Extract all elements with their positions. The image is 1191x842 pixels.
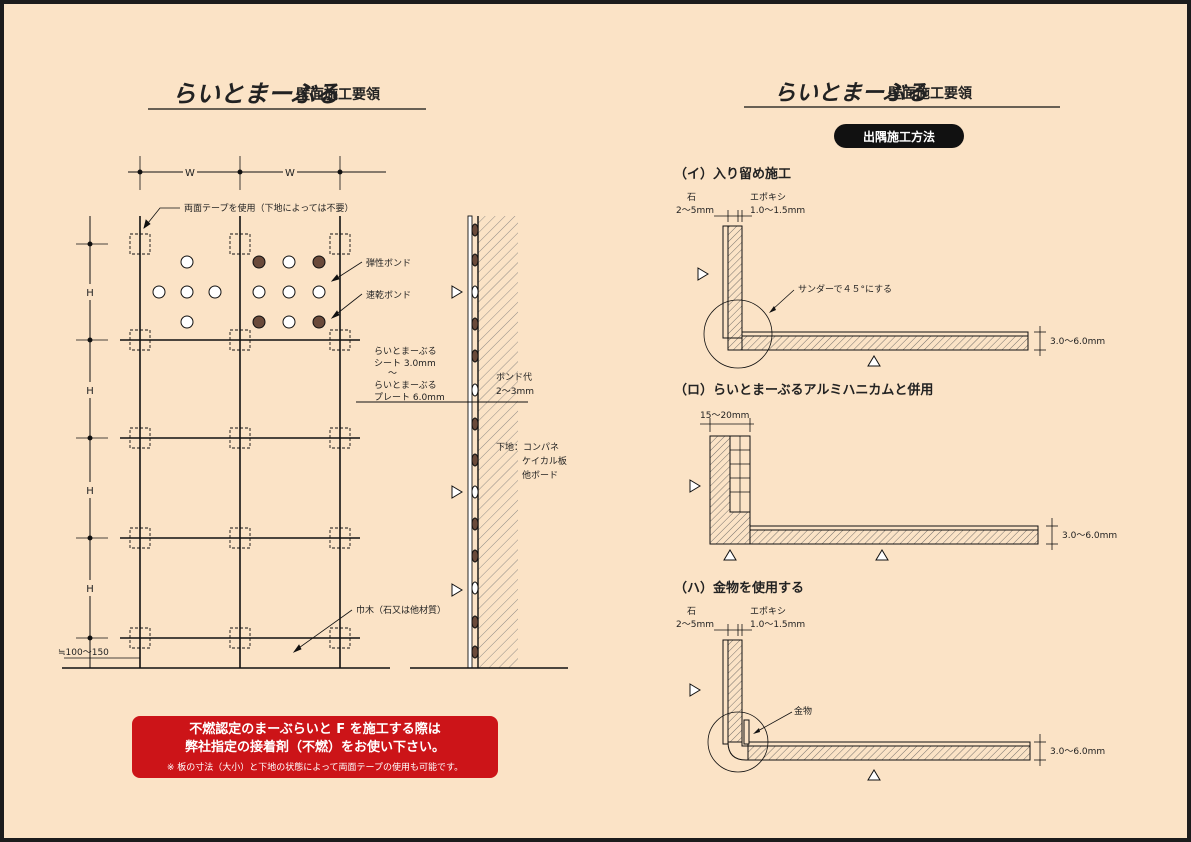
method-a-title: （イ）入り留め施工 <box>674 166 791 182</box>
dim-h-label: H <box>86 288 94 299</box>
method-c-title: （ハ）金物を使用する <box>674 580 804 596</box>
elastic-bond-label: 弾性ボンド <box>366 257 411 269</box>
fireproof-warning-box: 不燃認定のまーぶらいと F を施工する際は 弊社指定の接着剤（不燃）をお使い下さ… <box>132 716 498 778</box>
left-leaders <box>64 207 363 659</box>
thickness-dimension: 3.0〜6.0mm <box>1050 747 1105 757</box>
method-b-diagram: （ロ）らいとまーぶるアルミハニカムと併用 15〜20mm 3.0〜6.0mm <box>674 382 1117 561</box>
quick-bond-label: 速乾ボンド <box>366 289 411 301</box>
tape-note: 両面テープを使用（下地によっては不要） <box>184 202 354 214</box>
epoxy-label: エポキシ <box>750 192 786 203</box>
dimension-labels: W W H H H H <box>84 164 297 596</box>
right-header: らいとまーぶる 壁面施工要領 出隅施工方法 <box>744 80 1060 148</box>
stone-dimension: 2〜5mm <box>676 620 714 630</box>
dim-h-label: H <box>86 584 94 595</box>
thickness-dimension: 3.0〜6.0mm <box>1050 337 1105 347</box>
stone-dimension: 2〜5mm <box>676 206 714 216</box>
substrate-label: 下地：コンパネ <box>496 441 559 453</box>
left-page-title: 壁面施工要領 <box>296 86 381 103</box>
wall-section-view <box>356 215 568 669</box>
epoxy-label: エポキシ <box>750 606 786 617</box>
method-b-title: （ロ）らいとまーぶるアルミハニカムと併用 <box>674 382 933 398</box>
bottom-dimension: ≒100〜150 <box>58 648 109 658</box>
plate-label: プレート 6.0mm <box>374 392 445 403</box>
sheet-label: シート 3.0mm <box>374 359 436 369</box>
warning-note: ※ 板の寸法（大小）と下地の状態によって両面テープの使用も可能です。 <box>166 763 464 773</box>
bond-dot-grid <box>152 255 326 329</box>
epoxy-dimension: 1.0〜1.5mm <box>750 620 805 630</box>
width-dimension: 15〜20mm <box>700 411 749 421</box>
method-a-diagram: （イ）入り留め施工 石 2〜5mm エポキシ 1.0〜1.5mm サンダーで４５… <box>674 166 1105 369</box>
baseboard-label: 巾木（石又は他材質） <box>356 604 446 616</box>
drawing-sheet: らいとまーぶる 壁面施工要領 <box>4 4 1187 838</box>
right-page-title: 壁面施工要領 <box>888 85 973 102</box>
sander-note: サンダーで４５°にする <box>798 283 892 295</box>
wall-front-view <box>62 156 390 669</box>
thickness-dimension: 3.0〜6.0mm <box>1062 531 1117 541</box>
warning-line-1: 不燃認定のまーぶらいと F を施工する際は <box>189 722 441 737</box>
bond-gap-value: 2〜3mm <box>496 387 534 397</box>
dim-w-label: W <box>185 168 195 179</box>
bond-gap-label: ボンド代 <box>496 372 532 383</box>
warning-line-2: 弊社指定の接着剤（不燃）をお使い下さい。 <box>184 740 445 755</box>
method-c-diagram: （ハ）金物を使用する 石 2〜5mm エポキシ 1.0〜1.5mm 金物 3.0… <box>674 580 1105 781</box>
sheet-label: 〜 <box>388 369 397 379</box>
dim-h-label: H <box>86 486 94 497</box>
section-badge: 出隅施工方法 <box>863 129 935 144</box>
right-logo: らいとまーぶる <box>774 80 927 106</box>
substrate-label: 他ボード <box>522 469 558 481</box>
stone-label: 石 <box>687 607 696 617</box>
substrate-label: ケイカル板 <box>522 455 567 467</box>
dim-w-label: W <box>285 168 295 179</box>
sheet-label: らいとまーぶる <box>374 346 437 357</box>
plate-label: らいとまーぶる <box>374 380 437 391</box>
epoxy-dimension: 1.0〜1.5mm <box>750 206 805 216</box>
construction-diagram: らいとまーぶる 壁面施工要領 <box>58 79 1117 781</box>
left-logo: らいとまーぶる <box>172 79 339 108</box>
dim-h-label: H <box>86 386 94 397</box>
stone-label: 石 <box>687 193 696 203</box>
left-header: らいとまーぶる 壁面施工要領 <box>148 79 426 110</box>
hardware-label: 金物 <box>794 705 812 717</box>
